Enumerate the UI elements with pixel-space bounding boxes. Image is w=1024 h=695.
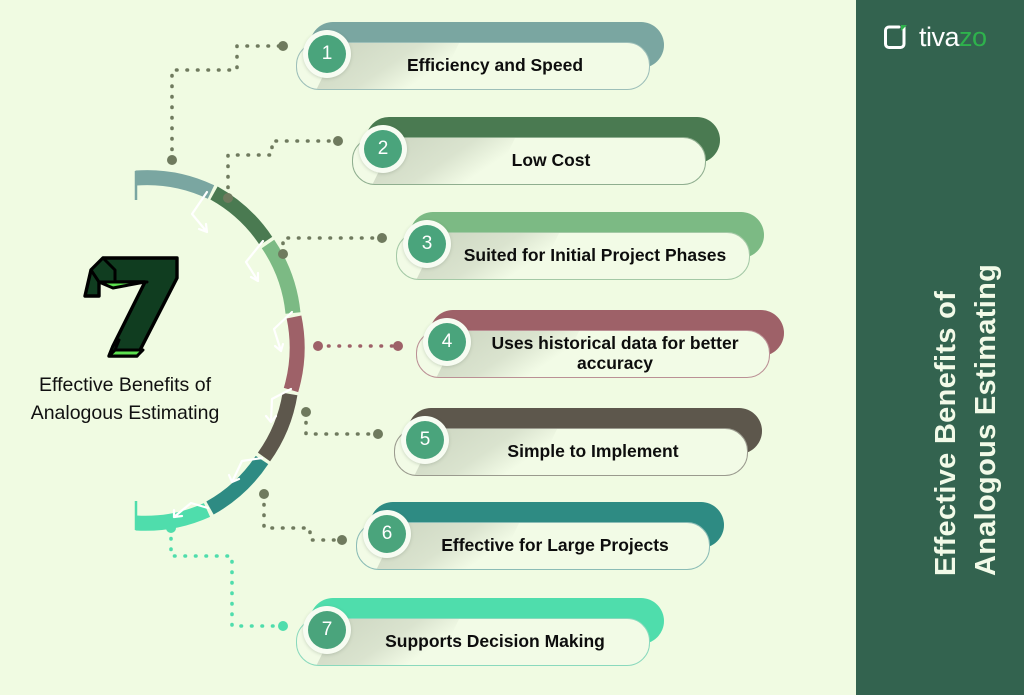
benefit-badge-4: 4	[423, 318, 471, 366]
pill-body: Uses historical data for better accuracy	[416, 330, 770, 378]
benefit-number-2: 2	[364, 130, 402, 168]
benefit-label-7: Supports Decision Making	[385, 631, 605, 652]
benefit-badge-1: 1	[303, 30, 351, 78]
benefit-label-6: Effective for Large Projects	[441, 535, 669, 556]
benefit-label-2: Low Cost	[511, 150, 591, 171]
connector-3	[281, 236, 384, 256]
logo-text-accent: zo	[959, 21, 987, 52]
arc-segment-1	[135, 170, 215, 199]
panel-title-line1: Effective Benefits of	[930, 290, 962, 576]
arc-segment-7	[135, 503, 211, 531]
benefit-label-4: Uses historical data for better accuracy	[491, 333, 739, 373]
pill-body: Supports Decision Making	[296, 618, 650, 666]
tivazo-square-icon	[880, 22, 910, 52]
benefit-label-5: Simple to Implement	[507, 441, 679, 462]
benefit-item-7[interactable]: Supports Decision Making 7	[296, 598, 664, 666]
benefit-number-5: 5	[406, 421, 444, 459]
arc-segment-5	[257, 392, 298, 462]
benefit-badge-5: 5	[401, 416, 449, 464]
arc-segment-6	[206, 455, 269, 515]
benefit-number-4: 4	[428, 323, 466, 361]
panel-title-line2: Analogous Estimating	[970, 263, 1002, 576]
tivazo-logo-text: tivazo	[919, 21, 987, 52]
benefit-label-3: Suited for Initial Project Phases	[463, 245, 727, 266]
panel-title: Effective Benefits of Analogous Estimati…	[856, 0, 1024, 695]
hero-number-seven	[83, 256, 179, 358]
pill-body: Effective for Large Projects	[356, 522, 710, 570]
pill-body: Simple to Implement	[394, 428, 748, 476]
benefit-item-2[interactable]: Low Cost 2	[352, 117, 720, 185]
pill-body: Efficiency and Speed	[296, 42, 650, 90]
pill-body: Low Cost	[352, 137, 706, 185]
connector-5	[304, 410, 380, 436]
benefit-number-6: 6	[368, 515, 406, 553]
benefit-number-1: 1	[308, 35, 346, 73]
hero-caption-line1: Effective Benefits of	[39, 374, 211, 396]
connector-2	[226, 139, 340, 200]
benefit-badge-2: 2	[359, 125, 407, 173]
benefit-badge-6: 6	[363, 510, 411, 558]
brand-panel: tivazo Effective Benefits of Analogous E…	[856, 0, 1024, 695]
benefit-label-1: Efficiency and Speed	[406, 55, 584, 76]
benefit-badge-7: 7	[303, 606, 351, 654]
connector-6	[262, 492, 344, 542]
benefit-item-3[interactable]: Suited for Initial Project Phases 3	[396, 212, 764, 280]
benefit-item-1[interactable]: Efficiency and Speed 1	[296, 22, 664, 90]
hero-caption-line2: Analogous Estimating	[30, 402, 220, 425]
arc-segment-2	[210, 186, 273, 246]
arc-segment-4	[283, 315, 305, 393]
benefit-badge-3: 3	[403, 220, 451, 268]
benefit-item-5[interactable]: Simple to Implement 5	[394, 408, 762, 476]
benefit-number-3: 3	[408, 225, 446, 263]
hero-block: Effective Benefits of Analogous Estimati…	[0, 250, 250, 428]
tivazo-logo[interactable]: tivazo	[880, 22, 987, 52]
benefit-number-7: 7	[308, 611, 346, 649]
logo-text-primary: tiva	[919, 21, 960, 52]
hero-caption: Effective Benefits of Analogous Estimati…	[0, 371, 250, 428]
connector-7	[169, 526, 285, 628]
connector-1	[170, 44, 285, 162]
benefit-item-6[interactable]: Effective for Large Projects 6	[356, 502, 724, 570]
pill-body: Suited for Initial Project Phases	[396, 232, 750, 280]
benefit-item-4[interactable]: Uses historical data for better accuracy…	[416, 310, 784, 378]
arc-segment-3	[261, 239, 301, 314]
